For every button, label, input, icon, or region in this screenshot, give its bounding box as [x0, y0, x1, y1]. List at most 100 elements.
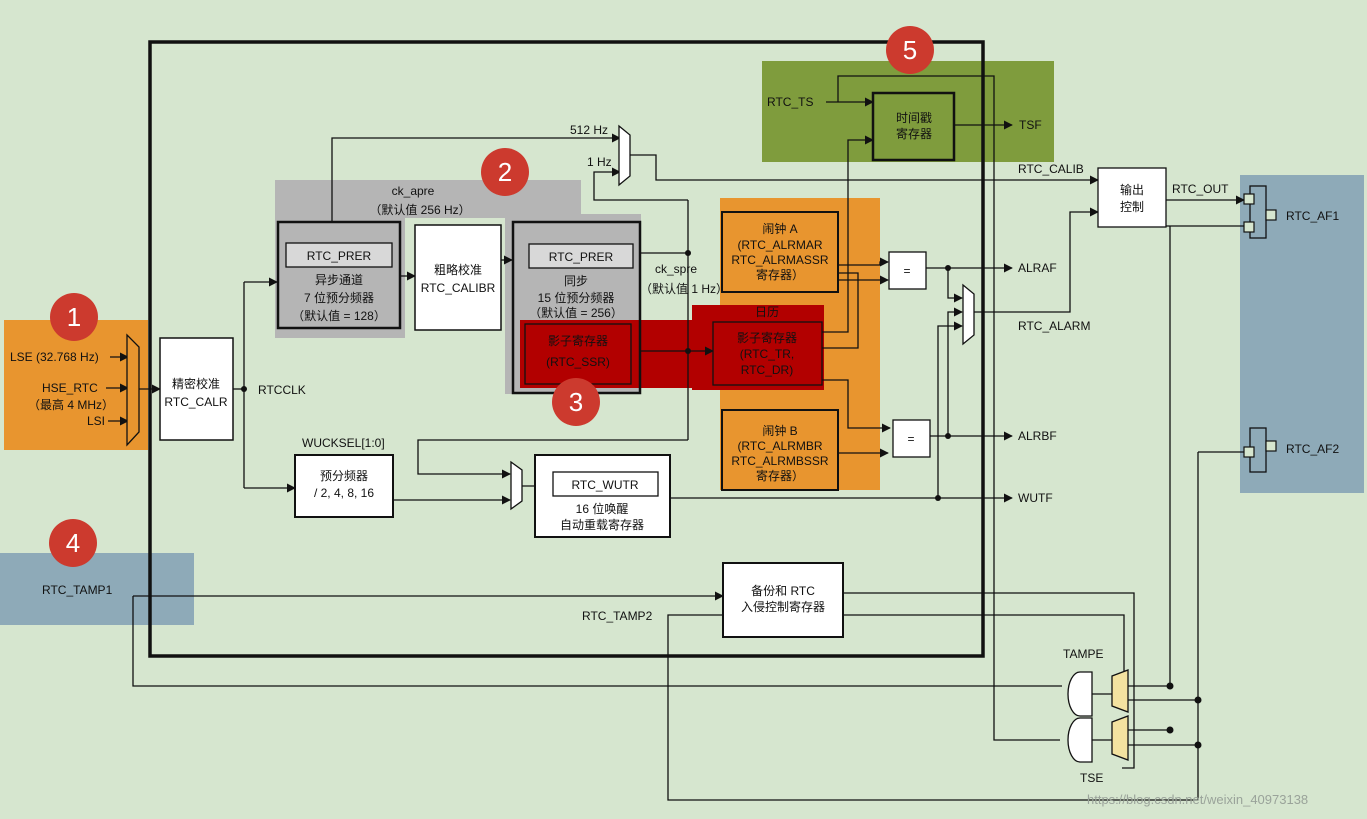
- label-512hz: 512 Hz: [570, 123, 608, 137]
- marker-5: 5: [886, 26, 934, 74]
- label-tse: TSE: [1080, 771, 1103, 785]
- svg-text:1: 1: [67, 302, 81, 332]
- label-rtc-ts: RTC_TS: [767, 95, 813, 109]
- label-rtc-tamp1: RTC_TAMP1: [42, 583, 113, 597]
- svg-text:5: 5: [903, 35, 917, 65]
- prer-sync-reg: RTC_PRER: [549, 250, 614, 264]
- region-prescaler: [275, 180, 581, 218]
- alarm-mux: [962, 283, 975, 346]
- prer-async-reg: RTC_PRER: [307, 249, 372, 263]
- label-ck-spre-default: （默认值 1 Hz）: [640, 281, 728, 296]
- label-rtc-calib: RTC_CALIB: [1018, 162, 1084, 176]
- alarm-a-line-3: RTC_ALRMASSR: [731, 253, 828, 267]
- calendar-title: 日历: [755, 305, 779, 319]
- ssr-line-2: (RTC_SSR): [546, 355, 610, 369]
- label-wucksel: WUCKSEL[1:0]: [302, 436, 385, 450]
- label-ck-spre: ck_spre: [655, 262, 697, 276]
- marker-2: 2: [481, 148, 529, 196]
- timestamp-mux: [1111, 715, 1129, 761]
- block-calr: [159, 337, 234, 441]
- label-ck-apre: ck_apre: [392, 184, 435, 198]
- compare-a-symbol: =: [903, 264, 910, 278]
- shadow-line-3: RTC_DR): [741, 363, 793, 377]
- reg-wutr: [552, 471, 659, 497]
- svg-text:3: 3: [569, 387, 583, 417]
- compare-a: [888, 251, 927, 290]
- wutr-line-1: 16 位唤醒: [576, 501, 629, 516]
- watermark: https://blog.csdn.net/weixin_40973138: [1087, 792, 1308, 807]
- output-ctrl-line-1: 输出: [1120, 182, 1144, 197]
- timestamp-line-1: 时间戳: [896, 111, 932, 125]
- prer-async-line-1: 异步通道: [315, 273, 363, 287]
- input-lse: LSE (32.768 Hz): [10, 350, 99, 364]
- wutr-line-2: 自动重载寄存器: [560, 517, 644, 532]
- region-af-pins: [1240, 175, 1364, 493]
- marker-3: 3: [552, 378, 600, 426]
- block-wuck-prescaler: [294, 454, 394, 518]
- marker-1: 1: [50, 293, 98, 341]
- block-alarm-b: [721, 409, 839, 491]
- marker-4: 4: [49, 519, 97, 567]
- block-calibr: [414, 224, 502, 331]
- label-tampe: TAMPE: [1063, 647, 1103, 661]
- prer-async-line-2: 7 位预分频器: [304, 290, 374, 305]
- svg-text:4: 4: [66, 528, 80, 558]
- alarm-a-line-1: 闹钟 A: [762, 221, 797, 236]
- region-calendar-mid: [638, 320, 692, 388]
- prer-sync-line-1: 同步: [564, 274, 588, 288]
- block-async-prescaler: [276, 220, 402, 330]
- wires: [106, 75, 1245, 801]
- wuck-line-2: / 2, 4, 8, 16: [314, 486, 374, 500]
- alarm-b-line-1: 闹钟 B: [762, 423, 797, 438]
- reg-prer-async: [285, 242, 393, 268]
- ssr-line-1: 影子寄存器: [548, 333, 608, 348]
- label-wutf: WUTF: [1018, 491, 1053, 505]
- prer-sync-line-2: 15 位预分频器: [538, 290, 615, 305]
- input-hse: HSE_RTC: [42, 381, 98, 395]
- wakeup-mux: [510, 460, 523, 511]
- wutr-reg: RTC_WUTR: [571, 478, 638, 492]
- calibr-line-2: RTC_CALIBR: [421, 281, 496, 295]
- label-1hz: 1 Hz: [587, 155, 612, 169]
- backup-line-1: 备份和 RTC: [751, 584, 815, 598]
- wuck-line-1: 预分频器: [320, 469, 368, 483]
- alarm-a-line-4: 寄存器）: [756, 267, 804, 282]
- shadow-line-2: (RTC_TR,: [740, 347, 794, 361]
- junctions: [241, 250, 1202, 749]
- prer-sync-line-3: （默认值 = 256）: [529, 305, 623, 320]
- calr-line-1: 精密校准: [172, 376, 220, 391]
- svg-text:2: 2: [498, 157, 512, 187]
- timestamp-line-2: 寄存器: [896, 126, 932, 141]
- backup-line-2: 入侵控制寄存器: [741, 599, 825, 614]
- label-rtcclk: RTCCLK: [258, 383, 306, 397]
- alarm-a-line-2: (RTC_ALRMAR: [737, 238, 822, 252]
- calibr-line-1: 粗略校准: [434, 262, 482, 277]
- tamper-mux: [1111, 669, 1129, 713]
- alarm-b-line-4: 寄存器）: [756, 468, 804, 483]
- region-tamper: [0, 553, 194, 625]
- label-rtc-out: RTC_OUT: [1172, 182, 1229, 196]
- block-ssr: [524, 323, 632, 385]
- label-rtc-alarm: RTC_ALARM: [1018, 319, 1090, 333]
- label-rtc-tamp2: RTC_TAMP2: [582, 609, 653, 623]
- calr-line-2: RTC_CALR: [164, 395, 227, 409]
- block-alarm-a: [721, 211, 839, 293]
- calib-mux: [618, 124, 631, 187]
- tampe-and-gate: [1067, 671, 1093, 717]
- label-alraf: ALRAF: [1018, 261, 1057, 275]
- input-lsi: LSI: [87, 414, 105, 428]
- compare-b-symbol: =: [907, 432, 914, 446]
- rtc-core-boundary: [148, 40, 985, 658]
- compare-b: [892, 419, 931, 458]
- block-shadow-registers: [712, 321, 823, 386]
- label-tsf: TSF: [1019, 118, 1042, 132]
- block-output-control: [1097, 167, 1167, 228]
- tse-and-gate: [1067, 717, 1093, 763]
- clock-source-mux: [126, 333, 140, 447]
- label-rtc-af2: RTC_AF2: [1286, 442, 1339, 456]
- alarm-b-line-2: (RTC_ALRMBR: [737, 439, 822, 453]
- output-ctrl-line-2: 控制: [1120, 200, 1144, 214]
- block-timestamp: [871, 91, 956, 162]
- block-backup-tamper: [722, 562, 844, 638]
